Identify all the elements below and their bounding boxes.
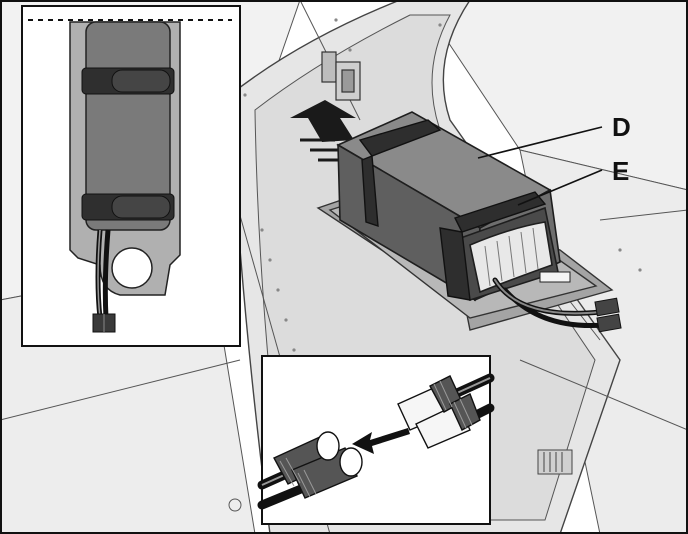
connector-left xyxy=(257,431,363,510)
vent-grill xyxy=(537,449,573,475)
connector-right xyxy=(397,373,495,449)
callout-d: D xyxy=(477,112,631,159)
hatch-latch xyxy=(321,51,361,101)
inset-top-view xyxy=(21,5,241,347)
label-d: D xyxy=(612,112,631,142)
battery-leads xyxy=(492,271,622,333)
hook-loop-straps xyxy=(358,119,547,301)
connect-arrow-icon xyxy=(352,428,410,454)
inset-connector-detail xyxy=(257,355,495,525)
callout-e: E xyxy=(517,156,629,206)
label-e: E xyxy=(612,156,629,186)
